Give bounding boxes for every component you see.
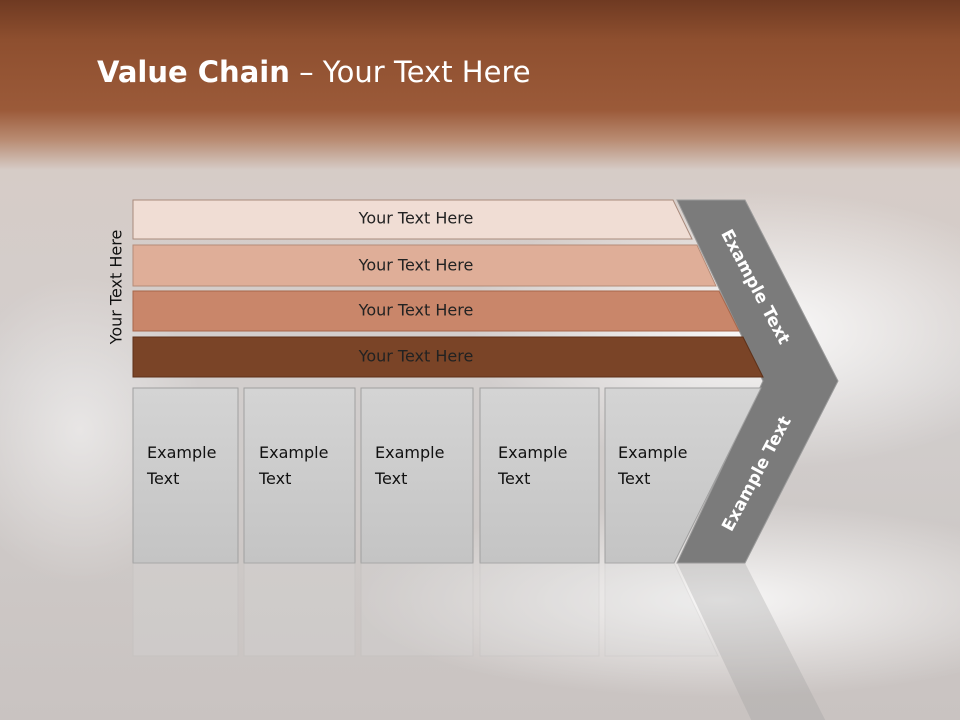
primary-boxes [132, 387, 762, 564]
primary-box-1[interactable] [132, 387, 239, 564]
reflection-box-5 [604, 562, 719, 657]
support-row-2-label: Your Text Here [358, 256, 474, 275]
title-rest: – Your Text Here [289, 55, 531, 89]
reflection-arrow [677, 563, 826, 720]
primary-box-3-line2: Text [374, 469, 407, 488]
reflection-box-4 [479, 562, 600, 657]
support-row-1-label: Your Text Here [358, 209, 474, 228]
primary-box-2-line2: Text [258, 469, 291, 488]
support-row-2[interactable] [132, 244, 717, 287]
primary-box-2[interactable] [243, 387, 356, 564]
primary-box-1-line1: Example [147, 443, 216, 462]
title-bold: Value Chain [97, 55, 290, 89]
chevron-arrow [676, 199, 839, 564]
reflection-box-2 [243, 562, 356, 657]
reflection-box-1 [132, 562, 239, 657]
reflection-box-3 [360, 562, 474, 657]
support-row-4[interactable] [132, 336, 764, 378]
primary-box-3[interactable] [360, 387, 474, 564]
slide-title: Value Chain – Your Text Here [97, 55, 531, 89]
primary-box-3-line1: Example [375, 443, 444, 462]
primary-box-5-line2: Text [617, 469, 650, 488]
primary-box-4-line2: Text [497, 469, 530, 488]
primary-box-2-line1: Example [259, 443, 328, 462]
primary-box-1-line2: Text [146, 469, 179, 488]
primary-box-5[interactable] [604, 387, 762, 564]
support-row-3[interactable] [132, 290, 740, 332]
primary-box-4-line1: Example [498, 443, 567, 462]
primary-box-4[interactable] [479, 387, 600, 564]
support-row-3-label: Your Text Here [358, 301, 474, 320]
support-row-1[interactable] [132, 199, 693, 240]
primary-box-5-line1: Example [618, 443, 687, 462]
support-row-4-label: Your Text Here [358, 347, 474, 366]
